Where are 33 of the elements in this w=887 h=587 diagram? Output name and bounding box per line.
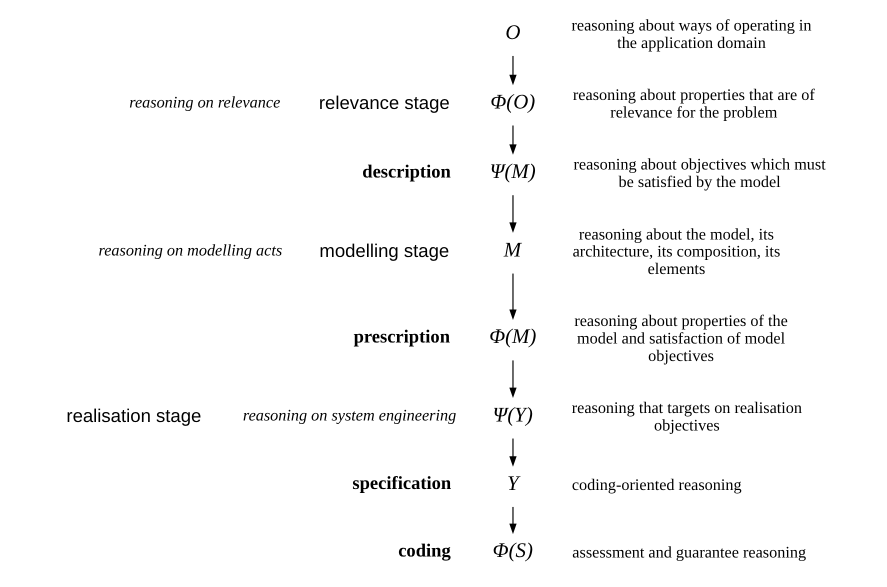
node-label: reasoning about ways of operating in the application domain bbox=[570, 16, 812, 52]
label: reasoning on modelling acts bbox=[98, 241, 282, 260]
label: reasoning on system engineering bbox=[242, 406, 456, 425]
node-label: reasoning about properties that are of relevance for the problem bbox=[572, 86, 814, 122]
node-label: reasoning about objectives which must be satisfied by the model bbox=[573, 156, 826, 192]
label: relevance stage bbox=[318, 92, 450, 113]
node-label: reasoning about the model, its architecture, its composition, its elements bbox=[572, 225, 780, 278]
label: modelling stage bbox=[318, 240, 449, 261]
label: reasoning on relevance bbox=[128, 94, 280, 112]
arrow bbox=[508, 438, 516, 467]
arrow bbox=[508, 274, 516, 320]
node-label: coding-oriented reasoning bbox=[571, 476, 742, 494]
node-text: O bbox=[504, 20, 520, 44]
node-text: Φ(S) bbox=[492, 538, 532, 562]
node-label: reasoning about properties of the model and satisfaction of model objectives bbox=[574, 312, 788, 365]
node-text: Φ(M) bbox=[488, 324, 536, 348]
arrow bbox=[508, 506, 516, 534]
label: description bbox=[362, 161, 450, 182]
node-label: assessment and guarantee reasoning bbox=[572, 543, 806, 562]
arrow bbox=[508, 360, 516, 398]
node-text: Ψ(M) bbox=[489, 159, 536, 184]
node-text: Φ(O) bbox=[490, 89, 535, 114]
arrow bbox=[508, 126, 516, 155]
label: realisation stage bbox=[66, 404, 201, 426]
node-text: Ψ(Y) bbox=[492, 402, 532, 426]
node-text: Y bbox=[506, 470, 518, 495]
node-label: reasoning that targets on realisation objectives bbox=[571, 399, 802, 435]
label: prescription bbox=[353, 326, 450, 348]
arrow bbox=[508, 56, 516, 86]
node-text: M bbox=[503, 237, 521, 262]
label: coding bbox=[398, 540, 450, 562]
label: specification bbox=[352, 473, 451, 494]
arrow bbox=[508, 195, 516, 233]
